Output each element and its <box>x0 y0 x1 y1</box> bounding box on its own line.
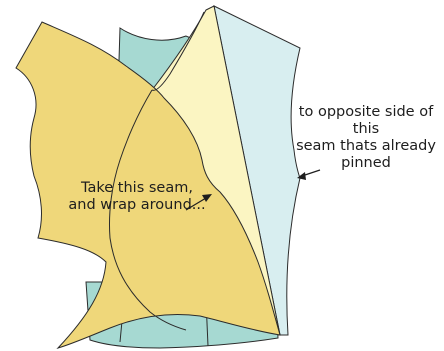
instruction-opposite-side-line2: this <box>288 121 444 138</box>
instruction-take-seam: Take this seam, and wrap around... <box>52 180 222 214</box>
instruction-opposite-side: to opposite side of this seam thats alre… <box>288 104 444 172</box>
instruction-take-seam-line1: Take this seam, <box>52 180 222 197</box>
instruction-opposite-side-line1: to opposite side of <box>288 104 444 121</box>
instruction-opposite-side-line3: seam thats already <box>288 138 444 155</box>
instruction-opposite-side-line4: pinned <box>288 155 444 172</box>
instruction-take-seam-line2: and wrap around... <box>52 197 222 214</box>
